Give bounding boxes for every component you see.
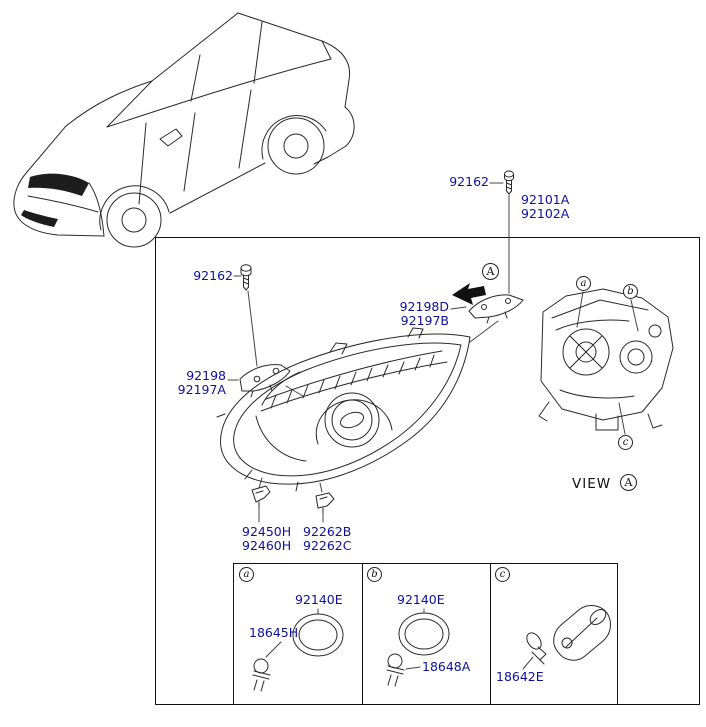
part-label-bulb-b: 18648A xyxy=(422,659,471,674)
bracket-upper-drawing xyxy=(468,294,524,324)
part-label-bracket-side-1: 92198 xyxy=(186,368,226,383)
part-label-assembly-2: 92102A xyxy=(521,206,570,221)
leader-lines xyxy=(227,182,639,670)
bolt-icon-side xyxy=(240,264,252,291)
part-label-clip-right-1: 92262B xyxy=(303,524,352,539)
part-label-bracket-upper-2: 92197B xyxy=(400,313,449,328)
socket-bulb-drawing-c xyxy=(526,605,611,665)
part-label-clip-left-1: 92450H xyxy=(242,524,292,539)
clip-drawing-left xyxy=(251,485,271,509)
view-label: VIEW xyxy=(572,476,612,492)
table-header-b-circle: b xyxy=(367,567,382,582)
part-label-assembly-1: 92101A xyxy=(521,192,570,207)
clip-drawing-right xyxy=(315,492,335,514)
headlamp-front-view xyxy=(216,327,471,492)
callout-a-circle: a xyxy=(576,276,591,291)
part-label-oring-b: 92140E xyxy=(397,592,445,607)
oring-drawing-b xyxy=(398,612,450,656)
headlamp-rear-view xyxy=(538,288,674,431)
part-label-bracket-side-2: 92197A xyxy=(177,382,226,397)
bulb-drawing-b xyxy=(386,653,405,687)
part-label-clip-left-2: 92460H xyxy=(242,538,292,553)
view-ref-circle: A xyxy=(620,474,637,491)
callout-b-circle: b xyxy=(623,284,638,299)
oring-drawing-a xyxy=(292,613,344,657)
part-label-clip-right-2: 92262C xyxy=(303,538,352,553)
part-label-oring-a: 92140E xyxy=(295,592,343,607)
table-header-a-circle: a xyxy=(239,567,254,582)
bolt-icon-top xyxy=(504,170,514,195)
car-illustration xyxy=(13,12,355,248)
part-label-top-bolt: 92162 xyxy=(449,174,489,189)
bulb-drawing-a xyxy=(252,658,271,692)
direction-arrow-icon xyxy=(452,283,486,305)
part-label-bulb-a: 18645H xyxy=(249,625,299,640)
part-label-side-bolt: 92162 xyxy=(193,268,233,283)
table-header-c-circle: c xyxy=(495,567,510,582)
part-label-bulb-c: 18642E xyxy=(496,669,544,684)
callout-c-circle: c xyxy=(618,435,633,450)
parts-table-grid xyxy=(233,563,618,705)
arrow-ref-circle: A xyxy=(482,263,499,280)
part-label-bracket-upper-1: 92198D xyxy=(399,299,449,314)
